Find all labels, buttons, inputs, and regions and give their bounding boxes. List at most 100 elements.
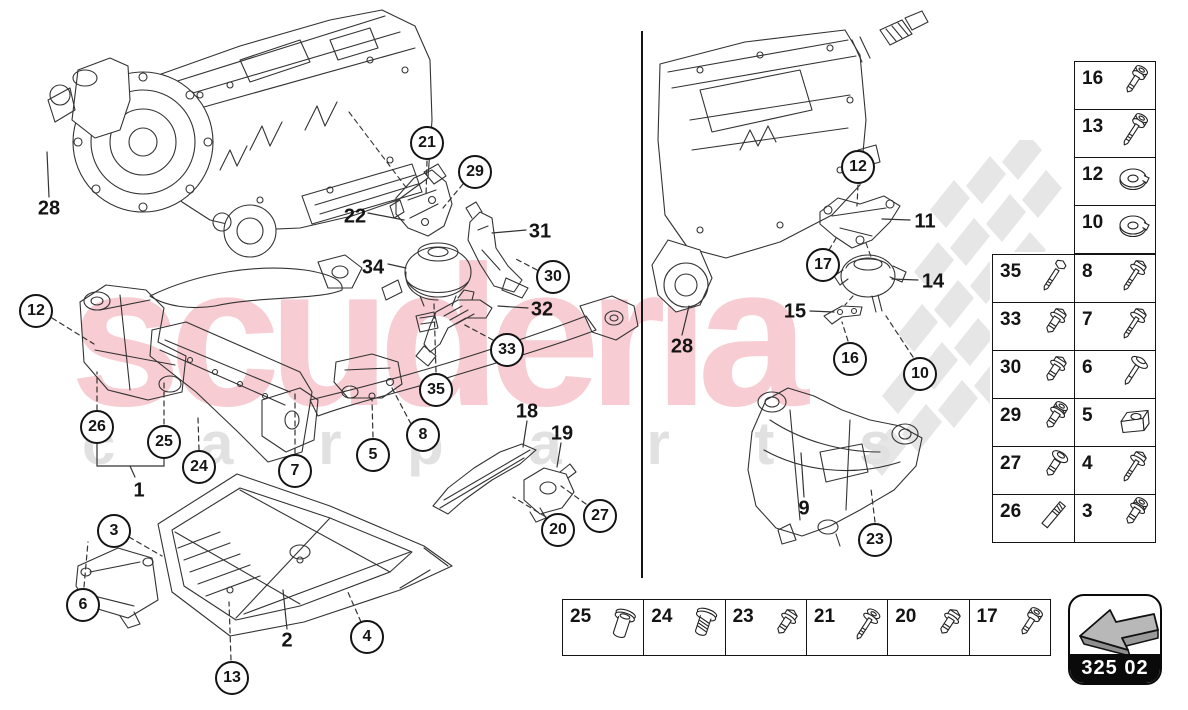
- fastener-cell-35[interactable]: 35: [992, 254, 1076, 304]
- callout-4[interactable]: 4: [350, 620, 384, 654]
- left-transmission-drawing: [47, 9, 433, 258]
- fastener-cell-10[interactable]: 10: [1074, 204, 1156, 255]
- fastener-number: 35: [1000, 261, 1022, 282]
- callout-27[interactable]: 27: [583, 499, 617, 533]
- fastener-cell-4[interactable]: 4: [1074, 445, 1156, 496]
- fastener-number: 17: [976, 606, 998, 627]
- flange-bolt-icon: [1113, 446, 1153, 495]
- socket-head-bolt-long-icon: [1113, 109, 1153, 158]
- torx-pan-screw-icon: [1033, 446, 1073, 495]
- fastener-number: 3: [1082, 500, 1093, 522]
- callout-30[interactable]: 30: [536, 260, 570, 294]
- leader-lines-dashed: [51, 160, 914, 661]
- fastener-cell-30[interactable]: 30: [992, 349, 1076, 400]
- fastener-cell-16[interactable]: 16: [1074, 61, 1156, 111]
- callout-29[interactable]: 29: [458, 155, 492, 189]
- callout-33[interactable]: 33: [490, 333, 524, 367]
- fastener-number: 23: [732, 606, 754, 627]
- callout-15: 15: [783, 300, 807, 323]
- fastener-cell-5[interactable]: 5: [1074, 397, 1156, 448]
- watermark-sub-right-text: p a r t s: [407, 410, 926, 477]
- fastener-number: 5: [1082, 404, 1093, 426]
- engine-mount-parts-drawing: [381, 163, 577, 523]
- fastener-cell-23[interactable]: 23: [724, 599, 808, 656]
- belly-pan-drawing: [75, 473, 453, 637]
- fastener-number: 6: [1082, 356, 1093, 378]
- fastener-cell-25[interactable]: 25: [562, 599, 645, 656]
- fastener-number: 12: [1082, 163, 1104, 185]
- fastener-cell-12[interactable]: 12: [1074, 156, 1156, 207]
- callout-3[interactable]: 3: [97, 514, 131, 548]
- callout-25[interactable]: 25: [147, 425, 181, 459]
- callout-1: 1: [133, 479, 145, 502]
- callout-24[interactable]: 24: [182, 450, 216, 484]
- fastener-cell-3[interactable]: 3: [1074, 493, 1156, 543]
- leader-lines-solid: [46, 151, 919, 630]
- callout-20[interactable]: 20: [541, 513, 575, 547]
- fastener-cell-17[interactable]: 17: [968, 599, 1052, 656]
- rivet-nut-icon: [602, 603, 642, 652]
- flanged-hex-bolt-icon: [764, 603, 804, 652]
- callout-13[interactable]: 13: [215, 661, 249, 695]
- callout-9: 9: [798, 497, 810, 520]
- callout-21[interactable]: 21: [410, 126, 444, 160]
- callout-12[interactable]: 12: [841, 150, 875, 184]
- callout-35[interactable]: 35: [419, 373, 453, 407]
- callout-12[interactable]: 12: [19, 294, 53, 328]
- fastener-number: 24: [651, 606, 673, 627]
- callout-31: 31: [528, 220, 552, 243]
- socket-flange-bolt-icon: [1113, 494, 1153, 543]
- fastener-number: 10: [1082, 211, 1104, 233]
- callout-5[interactable]: 5: [356, 438, 390, 472]
- fastener-cell-27[interactable]: 27: [992, 445, 1076, 496]
- callout-19: 19: [550, 422, 574, 445]
- callout-6[interactable]: 6: [66, 588, 100, 622]
- fastener-number: 13: [1082, 115, 1104, 137]
- callout-28: 28: [37, 197, 61, 220]
- fastener-number: 21: [813, 606, 836, 627]
- callout-14: 14: [921, 270, 945, 293]
- callout-2: 2: [281, 629, 293, 652]
- fastener-number: 30: [1000, 356, 1022, 378]
- washer-icon: [1113, 205, 1153, 254]
- fastener-cell-29[interactable]: 29: [992, 397, 1076, 448]
- callout-10[interactable]: 10: [903, 357, 937, 391]
- fastener-cell-6[interactable]: 6: [1074, 349, 1156, 400]
- flanged-hex-bolt-icon: [1033, 302, 1073, 351]
- callout-17[interactable]: 17: [806, 248, 840, 282]
- pan-flange-screw-icon: [1113, 350, 1153, 399]
- section-divider-line: [641, 31, 643, 578]
- page-code-badge[interactable]: 325 02: [1068, 594, 1162, 685]
- flange-bolt-icon: [1113, 254, 1153, 303]
- fastener-cell-13[interactable]: 13: [1074, 108, 1156, 159]
- hex-bolt-long-icon: [1033, 254, 1073, 303]
- fastener-cell-21[interactable]: 21: [805, 599, 889, 656]
- callout-28: 28: [670, 335, 694, 358]
- callout-23[interactable]: 23: [858, 523, 892, 557]
- fastener-cell-24[interactable]: 24: [643, 599, 727, 656]
- fastener-cell-8[interactable]: 8: [1074, 254, 1156, 304]
- fastener-number: 29: [1000, 404, 1022, 426]
- fastener-number: 8: [1082, 261, 1093, 282]
- fastener-cell-33[interactable]: 33: [992, 301, 1076, 352]
- callout-8[interactable]: 8: [406, 418, 440, 452]
- socket-head-bolt-icon: [1008, 603, 1048, 652]
- fastener-cell-20[interactable]: 20: [887, 599, 971, 656]
- fastener-number: 25: [570, 606, 592, 627]
- socket-flange-bolt-icon: [1033, 398, 1073, 447]
- fastener-number: 26: [1000, 500, 1022, 522]
- callout-26[interactable]: 26: [80, 410, 114, 444]
- fastener-cell-7[interactable]: 7: [1074, 301, 1156, 352]
- fastener-number: 16: [1082, 68, 1104, 89]
- socket-head-bolt-icon: [1113, 61, 1153, 110]
- callout-34: 34: [361, 256, 385, 279]
- callout-7[interactable]: 7: [278, 454, 312, 488]
- fastener-number: 4: [1082, 452, 1093, 474]
- flanged-hex-bolt-icon: [1033, 350, 1073, 399]
- fastener-cell-26[interactable]: 26: [992, 493, 1076, 543]
- flanged-hex-bolt-icon: [927, 603, 967, 652]
- stud-icon: [1033, 494, 1073, 543]
- callout-16[interactable]: 16: [833, 342, 867, 376]
